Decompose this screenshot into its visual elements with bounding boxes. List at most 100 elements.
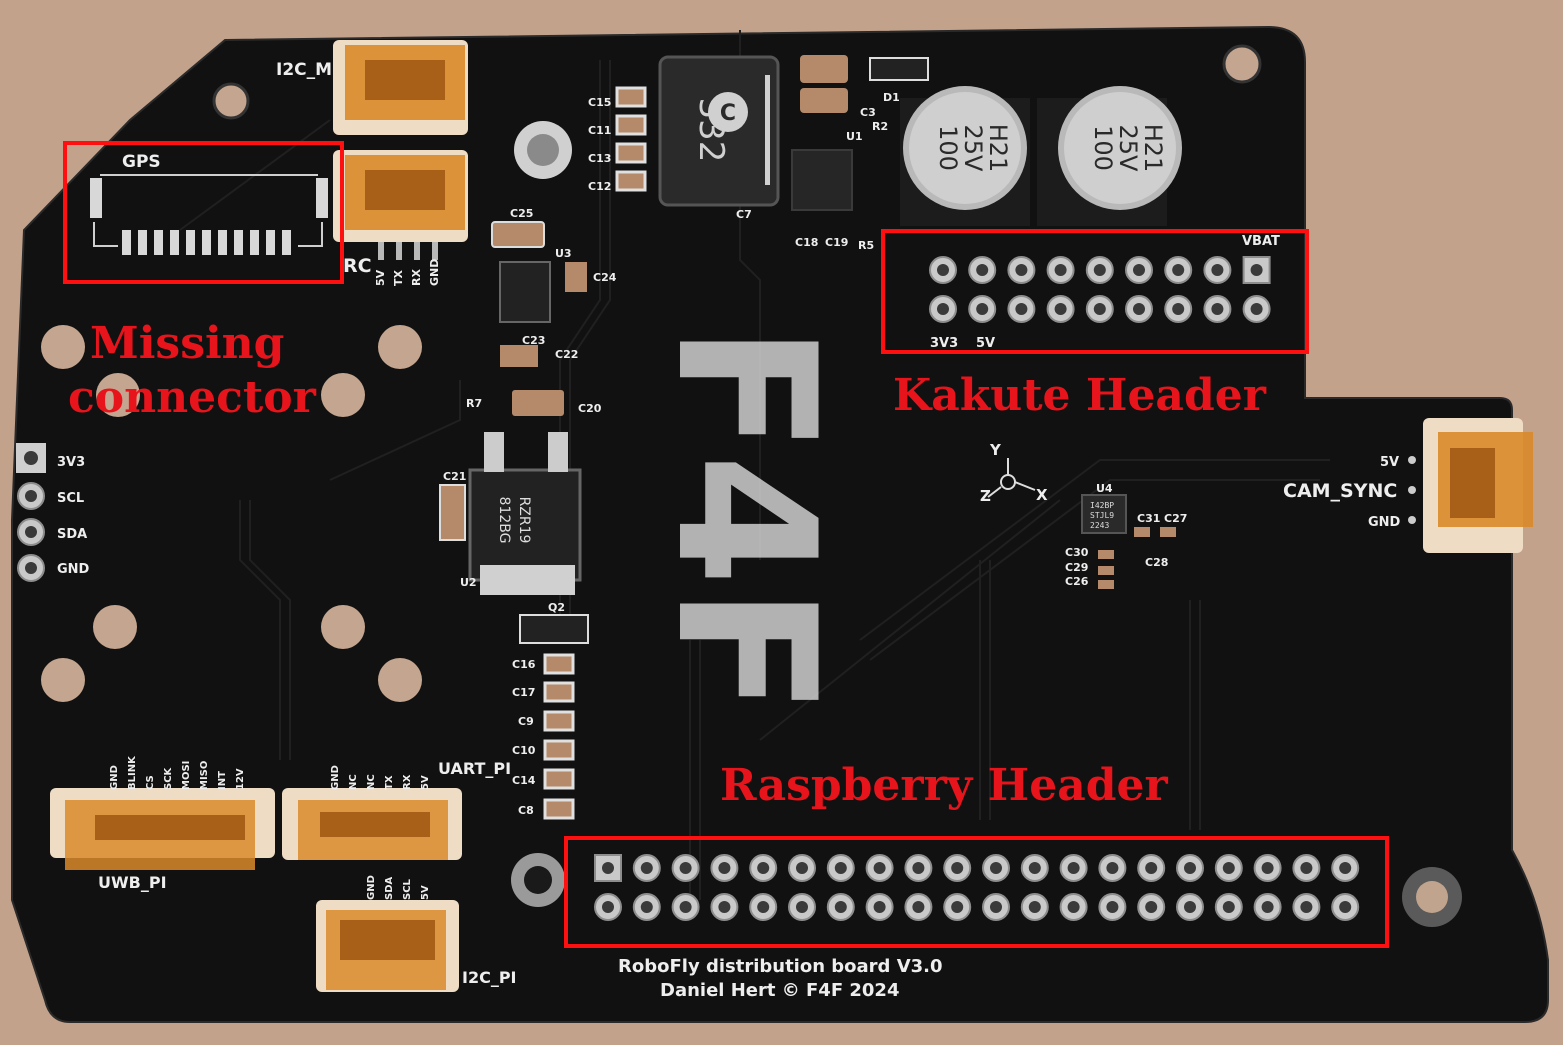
i2c-pi-pin-labels: GND SDA SCL 5V bbox=[366, 875, 431, 900]
electrolytic-cap-right: 100 25V H21 bbox=[1037, 86, 1182, 226]
svg-text:C22: C22 bbox=[555, 348, 578, 361]
gps-label: GPS bbox=[122, 152, 161, 172]
svg-text:C10: C10 bbox=[512, 744, 536, 757]
connector-uwb-pi bbox=[50, 788, 275, 870]
pin-hole bbox=[718, 901, 731, 913]
pin-hole bbox=[951, 862, 964, 874]
pin-hole bbox=[602, 862, 614, 874]
svg-text:Q2: Q2 bbox=[548, 601, 565, 614]
pin-hole bbox=[937, 264, 949, 276]
svg-text:C16: C16 bbox=[512, 658, 536, 671]
pin-hole bbox=[1028, 862, 1041, 874]
svg-text:GND: GND bbox=[109, 765, 120, 790]
svg-text:U4: U4 bbox=[1096, 482, 1113, 495]
svg-text:H21: H21 bbox=[984, 124, 1012, 173]
svg-text:C17: C17 bbox=[512, 686, 535, 699]
svg-text:X: X bbox=[1036, 486, 1048, 504]
svg-text:C25: C25 bbox=[510, 207, 533, 220]
kakute-5v-label: 5V bbox=[976, 336, 995, 351]
inductor: 332 C bbox=[658, 55, 780, 207]
f4f-logo: F4F bbox=[635, 324, 856, 716]
power-parts-right: D1 C3 U1 R2 C7 C18 C19 R5 bbox=[736, 55, 929, 252]
missing-label-line2: connector bbox=[68, 372, 317, 423]
left-header: 3V3 SCL SDA GND bbox=[16, 443, 90, 582]
svg-text:C3: C3 bbox=[860, 106, 876, 119]
rc-label: RC bbox=[343, 255, 372, 277]
pin-hole bbox=[1133, 264, 1145, 276]
pin-hole bbox=[834, 862, 847, 874]
svg-text:RX: RX bbox=[402, 774, 413, 790]
raspberry-header-box bbox=[564, 836, 1389, 948]
svg-text:C29: C29 bbox=[1065, 561, 1088, 574]
svg-text:C7: C7 bbox=[736, 208, 752, 221]
svg-text:D1: D1 bbox=[883, 91, 900, 104]
svg-text:3V3: 3V3 bbox=[57, 455, 85, 470]
pin-hole bbox=[796, 901, 808, 913]
mounting-holes bbox=[41, 44, 1462, 927]
connector-i2c-pi bbox=[316, 900, 459, 992]
pin-hole bbox=[1054, 264, 1067, 276]
pin-hole bbox=[640, 862, 653, 874]
pin-hole bbox=[1184, 862, 1196, 874]
svg-text:SCL: SCL bbox=[57, 491, 84, 506]
pin-hole bbox=[1339, 901, 1352, 913]
svg-text:R5: R5 bbox=[858, 239, 874, 252]
pin-hole bbox=[1106, 901, 1119, 913]
pin-hole bbox=[1339, 862, 1352, 874]
svg-text:C26: C26 bbox=[1065, 575, 1089, 588]
pin-hole bbox=[1093, 303, 1106, 315]
svg-text:MOSI: MOSI bbox=[181, 761, 192, 790]
kakute-3v3-label: 3V3 bbox=[930, 336, 958, 351]
svg-text:C21: C21 bbox=[443, 470, 466, 483]
svg-text:SCK: SCK bbox=[163, 766, 174, 790]
pin-hole bbox=[1015, 303, 1028, 315]
svg-text:BLINK: BLINK bbox=[127, 755, 138, 790]
raspberry-header bbox=[594, 854, 1360, 921]
svg-text:C23: C23 bbox=[522, 334, 545, 347]
svg-text:C20: C20 bbox=[578, 402, 602, 415]
pcb-board bbox=[11, 25, 1549, 1023]
pin-hole bbox=[1133, 303, 1145, 315]
pin-hole bbox=[912, 862, 925, 874]
electrolytic-cap-left: 100 25V H21 bbox=[900, 86, 1030, 226]
traces bbox=[179, 30, 1330, 900]
svg-text:SCL: SCL bbox=[402, 878, 413, 900]
svg-text:GND: GND bbox=[366, 875, 377, 900]
pin-hole bbox=[1172, 264, 1185, 276]
connector-cam-sync bbox=[1408, 418, 1533, 553]
svg-text:U1: U1 bbox=[846, 130, 863, 143]
svg-text:812BG: 812BG bbox=[496, 497, 512, 544]
svg-text:C27: C27 bbox=[1164, 512, 1187, 525]
svg-text:I42BP: I42BP bbox=[1090, 501, 1114, 510]
pin-hole bbox=[1211, 303, 1224, 315]
rc-pin-labels: 5V TX RX GND bbox=[374, 259, 441, 286]
cap-ladder-bottom: C16 C17 C9 C10 C14 C8 bbox=[512, 653, 575, 820]
pin-hole bbox=[1261, 862, 1274, 874]
svg-text:GND: GND bbox=[330, 765, 341, 790]
vbat-label: VBAT bbox=[1242, 234, 1280, 249]
pin-hole bbox=[1067, 862, 1080, 874]
pin-hole bbox=[1300, 901, 1313, 913]
svg-text:C31: C31 bbox=[1137, 512, 1160, 525]
svg-text:5V: 5V bbox=[420, 885, 431, 900]
svg-text:C18: C18 bbox=[795, 236, 818, 249]
board-title: RoboFly distribution board V3.0 bbox=[618, 956, 943, 977]
svg-text:STJL9: STJL9 bbox=[1090, 511, 1114, 520]
pin-hole bbox=[937, 303, 949, 315]
svg-text:C11: C11 bbox=[588, 124, 611, 137]
i2c-top-label: I2C_M bbox=[276, 60, 332, 80]
pin-hole bbox=[1172, 303, 1185, 315]
svg-text:GND: GND bbox=[57, 562, 90, 577]
board-credit: Daniel Hert © F4F 2024 bbox=[660, 980, 899, 1001]
svg-text:2243: 2243 bbox=[1090, 521, 1109, 530]
svg-text:12V: 12V bbox=[235, 768, 246, 790]
pin-hole bbox=[834, 901, 847, 913]
uart-pin-labels: GND NC NC TX RX 5V bbox=[330, 765, 431, 790]
regulator-area: RZR19 812BG C25 U3 C24 C23 C22 R7 C20 C2… bbox=[439, 207, 617, 644]
pin-hole bbox=[1300, 862, 1313, 874]
pin-hole bbox=[640, 901, 653, 913]
pin-hole bbox=[1067, 901, 1080, 913]
pin-hole bbox=[1250, 303, 1263, 315]
i2c-pi-label: I2C_PI bbox=[462, 968, 517, 987]
